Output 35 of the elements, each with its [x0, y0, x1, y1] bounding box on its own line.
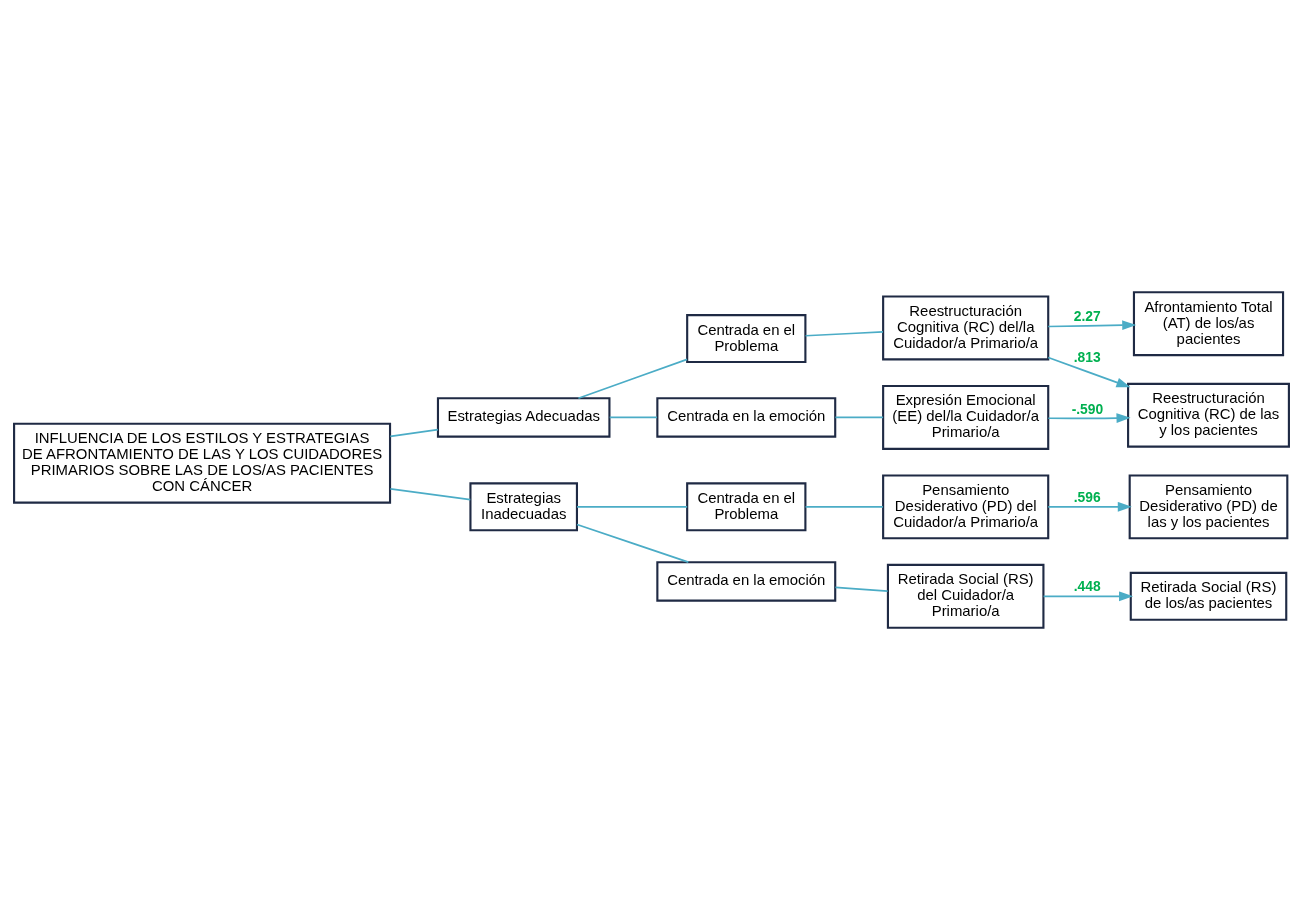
node-box: INFLUENCIA DE LOS ESTILOS Y ESTRATEGIAS DE AFRONTAMIENTO DE LAS Y LOS CUIDADORES PRIMARIOS SOBRE LAS DE LOS/AS PACIENTES CON CÁNCER — [13, 422, 392, 504]
node-box: Reestructuración Cognitiva (RC) del/la Cuidador/a Primario/a — [882, 294, 1050, 360]
arrow — [1047, 356, 1131, 387]
node-box: Centrada en el Problema — [686, 481, 807, 531]
connector — [804, 505, 884, 508]
node-box: Retirada Social (RS) de los/as pacientes — [1129, 571, 1288, 621]
connector — [577, 358, 688, 399]
connector — [834, 586, 889, 592]
connector — [576, 505, 688, 508]
node-box: Reestructuración Cognitiva (RC) de las y los pacientes — [1127, 382, 1290, 448]
connector — [389, 487, 472, 501]
node-box: Pensamiento Desiderativo (PD) de las y los pacientes — [1128, 473, 1289, 539]
connector — [389, 428, 439, 437]
node-box: Afrontamiento Total (AT) de los/as pacientes — [1132, 290, 1285, 356]
edge-label: .596 — [1073, 488, 1101, 505]
edge-label: .448 — [1073, 577, 1101, 594]
node-box: Expresión Emocional (EE) del/la Cuidador/a Primario/a — [882, 384, 1050, 450]
node-box: Centrada en el Problema — [686, 313, 807, 363]
arrow — [1042, 590, 1134, 601]
arrow — [1047, 501, 1132, 512]
node-box: Pensamiento Desiderativo (PD) del Cuidador/a Primario/a — [882, 473, 1050, 539]
node-box: Centrada en la emoción — [656, 396, 837, 438]
connector — [804, 330, 884, 337]
node-box: Estrategias Adecuadas — [436, 396, 611, 438]
arrow — [1047, 412, 1131, 423]
arrow — [1047, 319, 1137, 330]
connector — [576, 523, 690, 563]
node-box: Centrada en la emoción — [656, 560, 837, 602]
connector — [608, 416, 658, 418]
edge-label: 2.27 — [1073, 307, 1101, 324]
connector — [834, 416, 884, 418]
edge-label: -.590 — [1071, 400, 1104, 417]
edge-label: .813 — [1073, 348, 1101, 365]
node-box: Estrategias Inadecuadas — [469, 481, 578, 531]
node-box: Retirada Social (RS) del Cuidador/a Primario/a — [886, 563, 1045, 629]
